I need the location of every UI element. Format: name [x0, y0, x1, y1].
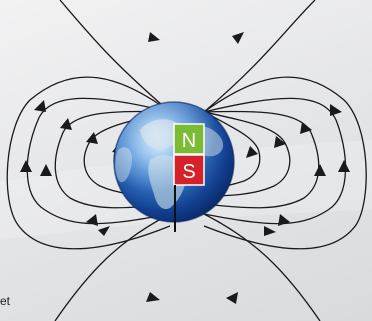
- arrow-icon: [226, 292, 238, 304]
- arrow-icon: [20, 160, 32, 172]
- arrow-icon: [146, 292, 160, 302]
- field-line: [203, 111, 291, 197]
- field-line: [203, 0, 316, 113]
- magnet-north-label: N: [182, 130, 196, 152]
- arrow-icon: [148, 32, 160, 42]
- arrow-icon: [86, 214, 98, 226]
- arrow-icon: [246, 146, 258, 158]
- arrow-icon: [98, 226, 110, 236]
- arrow-icon: [60, 118, 72, 130]
- field-line: [6, 76, 171, 250]
- caption-text: et: [0, 294, 11, 308]
- arrow-icon: [40, 164, 52, 176]
- arrow-icon: [264, 226, 276, 236]
- magnet-north-pole: [173, 123, 205, 155]
- field-line: [54, 110, 171, 209]
- arrow-icon: [278, 214, 290, 226]
- arrow-icon: [34, 100, 46, 112]
- arrow-icon: [338, 160, 350, 172]
- magnet-south-label: S: [182, 161, 195, 183]
- field-line: [203, 76, 367, 250]
- field-line: [54, 213, 171, 321]
- arrow-icon: [314, 164, 326, 176]
- arrow-icon: [86, 132, 98, 144]
- arrow-icon: [330, 104, 342, 116]
- field-line: [59, 0, 171, 113]
- arrow-icon: [300, 122, 312, 134]
- field-line: [203, 213, 321, 321]
- bar-magnet: N S: [173, 123, 205, 232]
- arrow-icon: [232, 32, 244, 44]
- arrow-icon: [274, 136, 286, 148]
- magnet-south-pole: [173, 154, 205, 186]
